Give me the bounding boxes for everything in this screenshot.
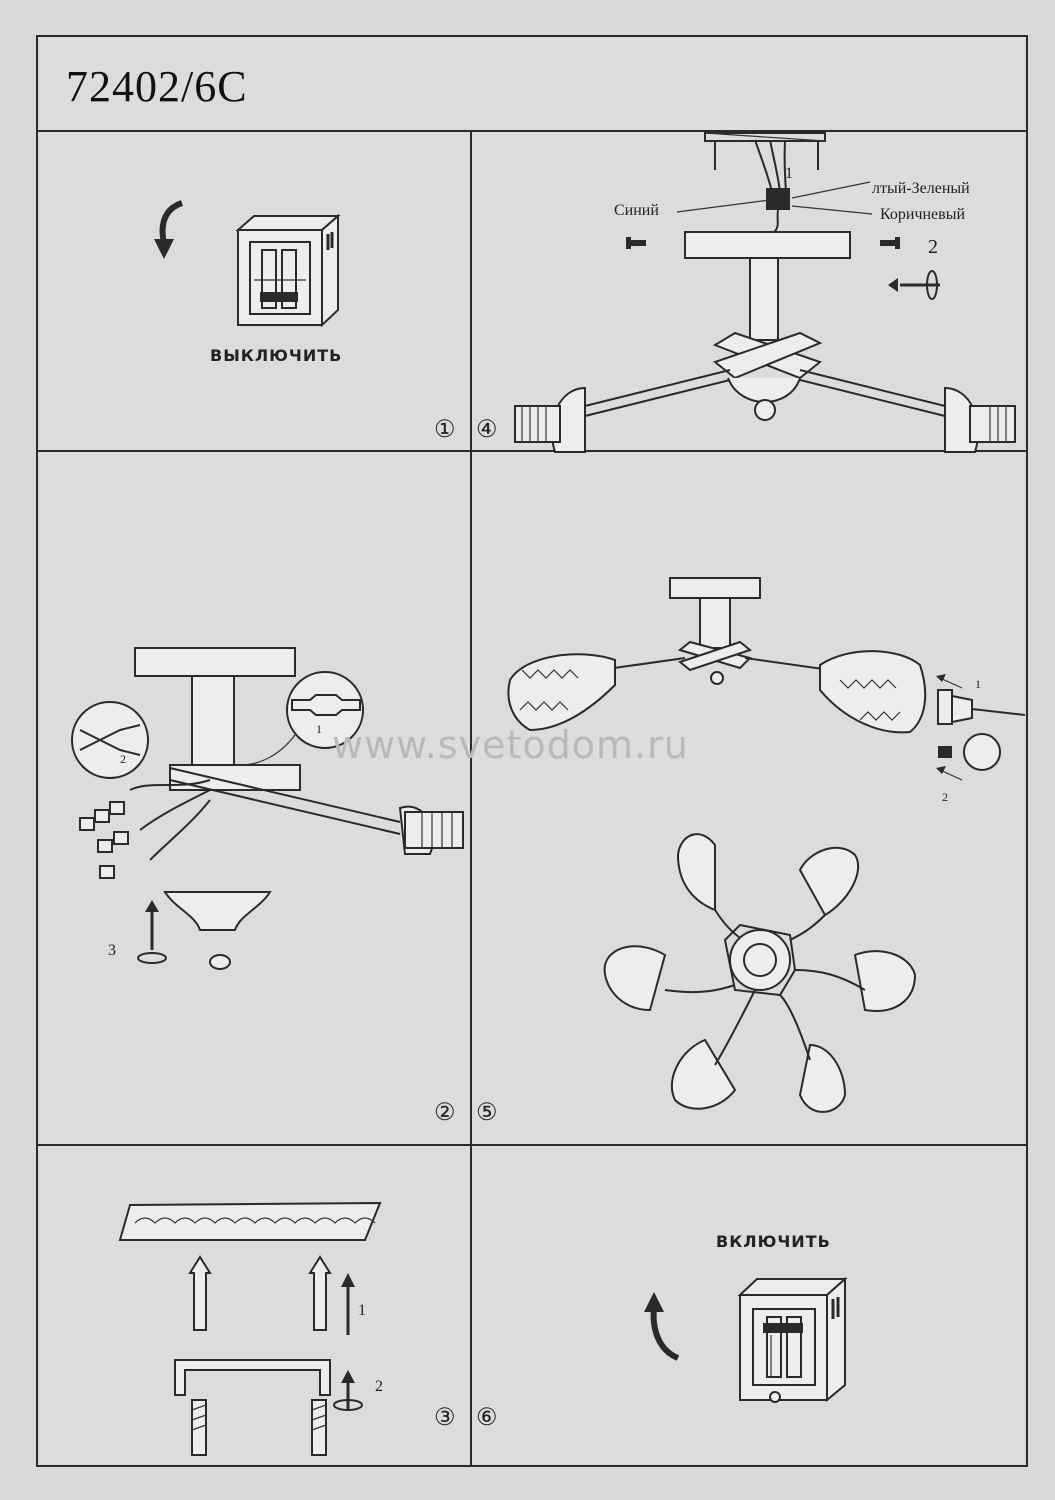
title-row: 72402/6C bbox=[38, 37, 1026, 132]
rotate-num-3: 3 bbox=[108, 942, 116, 959]
step-number-1: ① bbox=[434, 417, 456, 443]
wire-label-brown: Коричневый bbox=[880, 206, 966, 223]
divider-vertical bbox=[470, 132, 472, 1467]
arrow-up-icon bbox=[644, 1292, 680, 1361]
bulb-num-2: 2 bbox=[942, 790, 948, 804]
step-number-5: ⑤ bbox=[476, 1100, 498, 1126]
watermark: www.svetodom.ru bbox=[332, 723, 689, 767]
divider-row-1 bbox=[38, 450, 1026, 452]
switch-on-icon bbox=[737, 1276, 848, 1403]
step-number-2: ② bbox=[434, 1100, 456, 1126]
screw-num-2: 2 bbox=[375, 1378, 383, 1395]
switch-off-icon bbox=[235, 213, 341, 328]
step-number-6: ⑥ bbox=[476, 1405, 498, 1431]
screw-num-2: 2 bbox=[928, 236, 938, 258]
step-number-4: ④ bbox=[476, 417, 498, 443]
bulb-num-1: 1 bbox=[975, 677, 981, 691]
divider-row-2 bbox=[38, 1144, 1026, 1146]
wire-label-blue: Синий bbox=[614, 202, 659, 219]
step-number-3: ③ bbox=[434, 1405, 456, 1431]
pliers-num-2: 2 bbox=[120, 752, 126, 766]
anchor-num-1: 1 bbox=[358, 1302, 366, 1319]
shade-assembly-diagram bbox=[507, 577, 1026, 1113]
wire-num-1: 1 bbox=[785, 165, 793, 182]
switch-on-label: ВКЛЮЧИТЬ bbox=[716, 1232, 831, 1251]
ceiling-mount-diagram bbox=[514, 132, 1016, 453]
arrow-down-icon bbox=[154, 200, 184, 259]
switch-off-label: ВЫКЛЮЧИТЬ bbox=[210, 346, 343, 365]
model-number: 72402/6C bbox=[66, 62, 248, 111]
wrench-num-1: 1 bbox=[316, 722, 322, 736]
arm-assembly-diagram bbox=[71, 647, 464, 970]
wire-label-yellow-green: лтый-Зеленый bbox=[872, 180, 970, 197]
bracket-mount-diagram bbox=[118, 1201, 382, 1456]
